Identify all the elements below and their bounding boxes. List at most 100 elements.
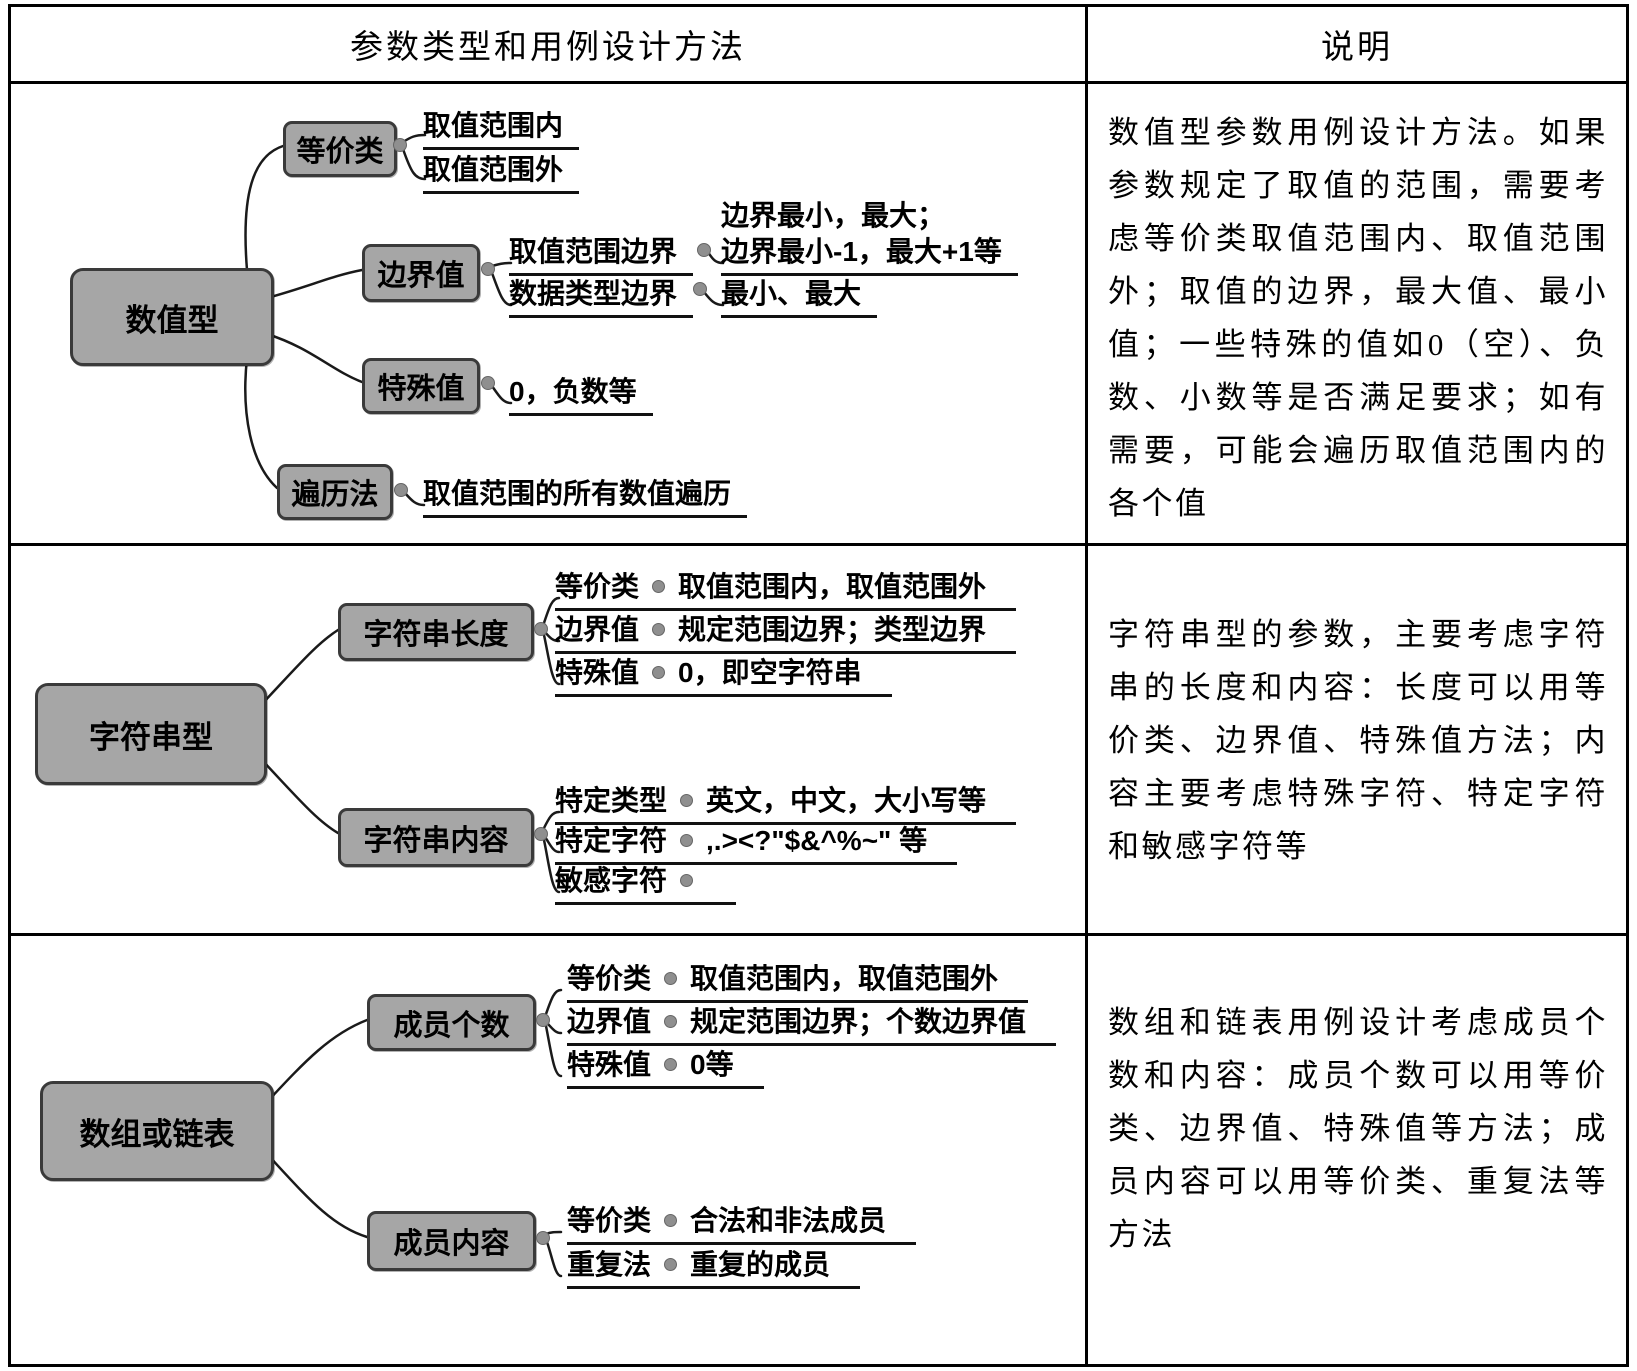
node-boundary-value: 边界值 (362, 244, 480, 302)
numeric-note-cell: 数值型参数用例设计方法。如果参数规定了取值的范围，需要考虑等价类取值范围内、取值… (1085, 81, 1626, 543)
left-column-title: 参数类型和用例设计方法 (350, 30, 746, 66)
node-label: 字符串长度 (363, 619, 509, 651)
node-label: 边界值 (377, 260, 465, 292)
header-right-cell: 说明 (1085, 7, 1626, 81)
leaf-key: 特定类型 (555, 785, 668, 816)
node-member-count: 成员个数 (367, 994, 536, 1051)
connector-curves (244, 133, 725, 507)
leaf-key: 边界值 (567, 1006, 652, 1037)
leaf-key: 重复法 (567, 1249, 652, 1280)
leaf-key: 敏感字符 (555, 865, 668, 896)
node-label: 遍历法 (291, 479, 379, 511)
leaf-value: 规定范围边界；个数边界值 (690, 1006, 1027, 1037)
leaf-row: 边界值 规定范围边界；个数边界值 (567, 1000, 1057, 1046)
leaf-value: 取值范围内，取值范围外 (678, 571, 987, 602)
leaf-value: 取值范围内，取值范围外 (690, 963, 999, 994)
node-label: 数值型 (125, 302, 219, 338)
leaf-key: 特定字符 (555, 825, 668, 856)
leaf-row: 等价类 取值范围内，取值范围外 (567, 957, 1029, 1003)
leaf-row: 敏感字符 (555, 859, 737, 905)
string-note: 字符串型的参数，主要考虑字符串的长度和内容：长度可以用等价类、边界值、特殊值方法… (1108, 617, 1608, 864)
connector-dot (481, 376, 495, 390)
node-label: 字符串内容 (363, 824, 509, 857)
leaf-key: 边界值 (555, 614, 640, 645)
node-label: 数组或链表 (79, 1116, 235, 1152)
numeric-mindmap-cell: 数值型 等价类 取值范围内 取值范围外 边界值 取值范围边界 边界最小，最大； … (11, 81, 1085, 543)
leaf-key: 特殊值 (567, 1049, 652, 1080)
connector-dot (693, 282, 707, 296)
node-array-root: 数组或链表 (40, 1081, 274, 1181)
node-label: 成员个数 (393, 1009, 510, 1042)
leaf-datatype-min-max: 最小、最大 (721, 272, 878, 318)
leaf-value: 重复的成员 (690, 1249, 831, 1280)
leaf-boundary-min-max-line1: 边界最小，最大； (721, 200, 946, 231)
node-equivalence-class: 等价类 (283, 121, 397, 177)
connector-dot (652, 623, 666, 636)
array-note: 数组和链表用例设计考虑成员个数和内容：成员个数可以用等价类、边界值、特殊值等方法… (1108, 1005, 1608, 1252)
leaf-key: 等价类 (567, 963, 652, 994)
connector-curves (265, 988, 563, 1278)
connector-dot (697, 243, 711, 257)
node-string-length: 字符串长度 (338, 603, 534, 661)
string-note-cell: 字符串型的参数，主要考虑字符串的长度和内容：长度可以用等价类、边界值、特殊值方法… (1085, 543, 1626, 933)
connector-dot (652, 666, 666, 679)
mindmap-table: 参数类型和用例设计方法 说明 数值型 等价类 取值范围内 取值范围外 (8, 4, 1629, 1367)
connector-dot (680, 874, 694, 887)
array-mindmap-cell: 数组或链表 成员个数 等价类 取值范围内，取值范围外 边界值 规定范围边界；个数… (11, 933, 1085, 1364)
leaf-value: 规定范围边界；类型边界 (678, 614, 987, 645)
leaf-traverse-all-values: 取值范围的所有数值遍历 (423, 472, 748, 518)
leaf-row: 等价类 取值范围内，取值范围外 (555, 565, 1017, 611)
node-string-root: 字符串型 (35, 683, 267, 785)
connector-dot (534, 827, 548, 841)
leaf-out-of-range: 取值范围外 (423, 148, 580, 194)
connector-dot (393, 138, 407, 152)
leaf-range-boundary-label: 取值范围边界 (509, 230, 694, 276)
node-traversal-method: 遍历法 (277, 464, 393, 520)
leaf-in-range: 取值范围内 (423, 104, 580, 150)
leaf-row: 特定类型 英文，中文，大小写等 (555, 779, 1017, 825)
header-left-cell: 参数类型和用例设计方法 (11, 7, 1085, 81)
leaf-row: 特定字符 ,.><?"$&^%~" 等 (555, 819, 958, 865)
leaf-value: 合法和非法成员 (690, 1205, 887, 1236)
array-note-cell: 数组和链表用例设计考虑成员个数和内容：成员个数可以用等价类、边界值、特殊值等方法… (1085, 933, 1626, 1364)
leaf-value: 0，即空字符串 (678, 657, 862, 688)
connector-dot (664, 972, 678, 985)
connector-dot (680, 794, 694, 807)
right-column-title: 说明 (1321, 30, 1393, 66)
connector-dot (680, 834, 694, 847)
string-mindmap-cell: 字符串型 字符串长度 等价类 取值范围内，取值范围外 边界值 规定范围边界；类型… (11, 543, 1085, 933)
leaf-row: 边界值 规定范围边界；类型边界 (555, 608, 1017, 654)
node-special-value: 特殊值 (362, 358, 480, 414)
leaf-key: 特殊值 (555, 657, 640, 688)
connector-dot (536, 1013, 550, 1027)
node-numeric-root: 数值型 (70, 268, 274, 366)
leaf-row: 特殊值 0等 (567, 1043, 764, 1089)
leaf-row: 特殊值 0，即空字符串 (555, 651, 892, 697)
leaf-key: 等价类 (567, 1205, 652, 1236)
leaf-zero-negative: 0，负数等 (509, 370, 653, 416)
connector-dot (481, 262, 495, 276)
leaf-key: 等价类 (555, 571, 640, 602)
leaf-value: 英文，中文，大小写等 (706, 785, 987, 816)
node-label: 成员内容 (393, 1228, 510, 1260)
connector-dot (394, 483, 408, 497)
leaf-row: 重复法 重复的成员 (567, 1243, 861, 1289)
connector-curves (258, 596, 561, 894)
leaf-datatype-boundary-label: 数据类型边界 (509, 272, 694, 318)
node-string-content: 字符串内容 (338, 808, 534, 867)
connector-dot (534, 622, 548, 636)
node-member-content: 成员内容 (367, 1211, 536, 1271)
connector-dot (664, 1258, 678, 1271)
connector-dot (652, 580, 666, 593)
connector-dot (664, 1015, 678, 1028)
node-label: 特殊值 (377, 373, 465, 405)
leaf-boundary-min-max-line2: 边界最小-1，最大+1等 (721, 230, 1018, 276)
leaf-value: ,.><?"$&^%~" 等 (706, 825, 928, 856)
connector-dot (664, 1214, 678, 1227)
connector-dot (664, 1058, 678, 1071)
node-label: 等价类 (296, 136, 384, 168)
leaf-value: 0等 (690, 1049, 734, 1080)
node-label: 字符串型 (89, 719, 213, 755)
connector-dot (536, 1231, 550, 1245)
numeric-note: 数值型参数用例设计方法。如果参数规定了取值的范围，需要考虑等价类取值范围内、取值… (1108, 115, 1608, 521)
